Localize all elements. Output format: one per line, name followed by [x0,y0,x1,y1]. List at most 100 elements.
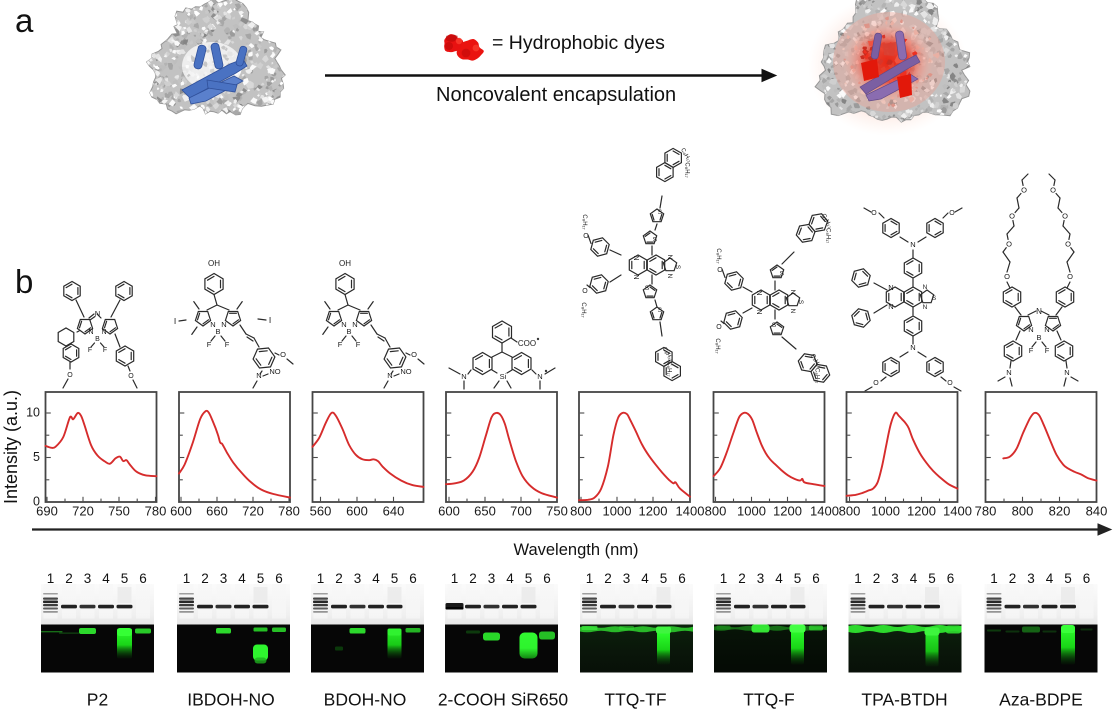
svg-text:S: S [653,237,658,244]
svg-text:3: 3 [84,571,92,586]
svg-text:4: 4 [910,571,918,586]
svg-text:720: 720 [72,504,94,519]
svg-text:I: I [269,315,271,325]
svg-text:N: N [95,309,100,318]
svg-text:I: I [174,316,176,326]
svg-text:N: N [1036,307,1042,316]
svg-text:O: O [1009,212,1015,221]
svg-text:1000: 1000 [603,504,632,519]
svg-text:3: 3 [891,571,899,586]
svg-text:N: N [888,283,893,292]
svg-text:N: N [755,290,762,295]
svg-text:N: N [341,320,346,329]
svg-text:1200: 1200 [639,504,668,519]
svg-text:N: N [1006,368,1011,377]
svg-text:600: 600 [438,504,460,519]
svg-text:C₈H₁₇: C₈H₁₇ [661,346,674,362]
svg-text:N: N [88,329,93,336]
svg-text:S: S [772,322,777,329]
svg-text:1000: 1000 [737,504,766,519]
svg-text:O: O [582,288,588,295]
svg-text:O: O [1067,272,1073,281]
svg-text:O: O [947,380,953,387]
svg-text:N: N [256,371,261,380]
svg-text:Aza-BDPE: Aza-BDPE [999,690,1083,710]
svg-text:800: 800 [839,504,861,519]
svg-text:N: N [755,309,762,314]
svg-text:N: N [1064,368,1069,377]
svg-text:6: 6 [139,571,147,586]
svg-text:1400: 1400 [810,504,839,519]
svg-text:IBDOH-NO: IBDOH-NO [187,690,275,710]
svg-text:NO: NO [269,367,280,376]
svg-text:2: 2 [738,571,746,586]
svg-text:O: O [1065,240,1071,249]
svg-text:4: 4 [238,571,246,586]
svg-text:750: 750 [108,504,130,519]
svg-text:COO: COO [518,339,536,348]
svg-text:F: F [1045,346,1050,355]
svg-text:3: 3 [1027,571,1035,586]
svg-text:N: N [666,255,673,260]
svg-text:OH: OH [208,259,220,268]
svg-text:1: 1 [183,571,191,586]
svg-text:O: O [67,372,73,379]
svg-text:1: 1 [720,571,728,586]
svg-text:S: S [797,300,804,305]
svg-text:N: N [461,372,466,381]
svg-text:2: 2 [335,571,343,586]
svg-text:N: N [1044,325,1049,334]
svg-text:780: 780 [975,504,997,519]
svg-text:2: 2 [65,571,73,586]
svg-text:640: 640 [383,504,405,519]
svg-text:N: N [910,240,915,249]
svg-text:O: O [1021,186,1027,195]
svg-text:C₈H₁₇: C₈H₁₇ [581,214,587,229]
svg-text:4: 4 [775,571,783,586]
svg-text:1200: 1200 [773,504,802,519]
svg-text:5: 5 [257,571,265,586]
svg-text:4: 4 [641,571,649,586]
svg-text:1200: 1200 [907,504,936,519]
svg-text:O: O [411,350,417,359]
svg-text:1400: 1400 [943,504,972,519]
svg-text:780: 780 [145,504,167,519]
svg-text:B: B [215,327,220,336]
svg-text:Si: Si [500,372,507,381]
svg-text:N: N [632,274,639,279]
svg-text:720: 720 [242,504,264,519]
svg-text:O: O [717,267,723,274]
svg-text:BDOH-NO: BDOH-NO [324,690,407,710]
svg-text:6: 6 [1083,571,1091,586]
svg-text:Intensity (a.u.): Intensity (a.u.) [1,390,21,504]
svg-text:2: 2 [1009,571,1017,586]
svg-text:800: 800 [1012,504,1034,519]
svg-text:600: 600 [170,504,192,519]
svg-text:C₈H₁₇: C₈H₁₇ [809,353,822,369]
svg-text:P2: P2 [87,690,108,710]
svg-text:N: N [789,309,796,314]
svg-text:N: N [210,320,215,329]
svg-text:5: 5 [391,571,399,586]
svg-text:S: S [780,271,785,278]
svg-text:690: 690 [36,504,58,519]
svg-text:4: 4 [1046,571,1054,586]
svg-text:N: N [101,329,106,336]
svg-text:6: 6 [947,571,955,586]
svg-text:2-COOH SiR650: 2-COOH SiR650 [438,690,569,710]
svg-text:O: O [1062,212,1068,221]
svg-text:N: N [789,290,796,295]
svg-text:O: O [1004,272,1010,281]
svg-text:1: 1 [451,571,459,586]
svg-text:2: 2 [201,571,209,586]
svg-text:O: O [583,233,589,240]
svg-text:1400: 1400 [676,504,705,519]
svg-text:B: B [346,327,351,336]
svg-text:3: 3 [220,571,228,586]
svg-text:N: N [387,371,392,380]
svg-text:3: 3 [757,571,765,586]
svg-text:5: 5 [928,571,936,586]
svg-text:F: F [103,347,107,354]
svg-text:C₈H₁₇: C₈H₁₇ [824,228,830,243]
svg-text:N: N [352,320,357,329]
